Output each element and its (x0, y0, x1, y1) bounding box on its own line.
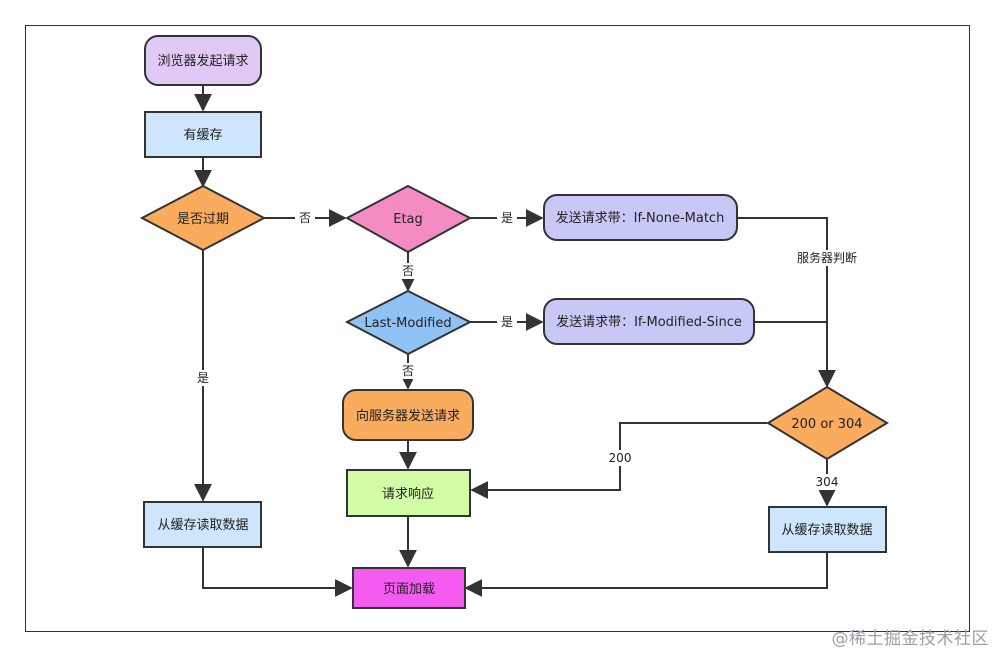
node-status-check: 200 or 304 (766, 385, 889, 461)
node-if-modified-since: 发送请求带：If-Modified-Since (543, 298, 755, 345)
node-read-cache-left: 从缓存读取数据 (143, 501, 262, 548)
svg-text:发送请求带：If-Modified-Since: 发送请求带：If-Modified-Since (556, 314, 742, 330)
svg-text:Etag: Etag (393, 212, 423, 227)
label-server-judge: 服务器判断 (797, 250, 857, 265)
label-200: 200 (609, 451, 632, 465)
svg-text:发送请求带：If-None-Match: 发送请求带：If-None-Match (556, 210, 725, 226)
label-yes-read-cache: 是 (197, 371, 209, 385)
label-no-last-modified: 否 (402, 264, 414, 278)
label-no-etag: 否 (299, 211, 311, 225)
svg-text:200 or 304: 200 or 304 (791, 417, 862, 432)
node-last-modified: Last-Modified (344, 289, 473, 356)
node-read-cache-right: 从缓存读取数据 (768, 506, 887, 553)
node-has-cache: 有缓存 (144, 111, 262, 158)
label-yes-if-modified-since: 是 (501, 315, 513, 329)
edge-read-cache-to-page-load (202, 547, 353, 597)
label-yes-if-none-match: 是 (501, 211, 513, 225)
node-page-load: 页面加载 (352, 567, 466, 609)
label-304: 304 (816, 475, 839, 489)
svg-text:向服务器发送请求: 向服务器发送请求 (356, 408, 460, 424)
node-if-none-match: 发送请求带：If-None-Match (543, 194, 738, 241)
edge-if-none-match-to-status (737, 217, 836, 388)
svg-text:Last-Modified: Last-Modified (364, 316, 451, 331)
node-browser-request: 浏览器发起请求 (144, 35, 262, 86)
svg-text:从缓存读取数据: 从缓存读取数据 (157, 518, 248, 533)
svg-text:浏览器发起请求: 浏览器发起请求 (157, 53, 248, 69)
watermark: @稀土掘金技术社区 (831, 629, 989, 649)
svg-text:有缓存: 有缓存 (183, 128, 222, 143)
node-response: 请求响应 (346, 469, 471, 517)
svg-text:从缓存读取数据: 从缓存读取数据 (781, 523, 872, 538)
node-server-request: 向服务器发送请求 (342, 389, 474, 441)
edge-read-cache-right-to-page-load (464, 552, 828, 597)
node-etag: Etag (344, 184, 473, 254)
svg-text:页面加载: 页面加载 (383, 582, 435, 597)
diagram-frame (25, 25, 970, 632)
svg-text:请求响应: 请求响应 (382, 486, 434, 502)
svg-text:是否过期: 是否过期 (177, 212, 229, 227)
label-no-server: 否 (402, 364, 414, 378)
edge-labels: 否 是 否 是 否 是 服务器判断 200 304 (193, 210, 864, 490)
node-expired: 是否过期 (139, 184, 267, 252)
